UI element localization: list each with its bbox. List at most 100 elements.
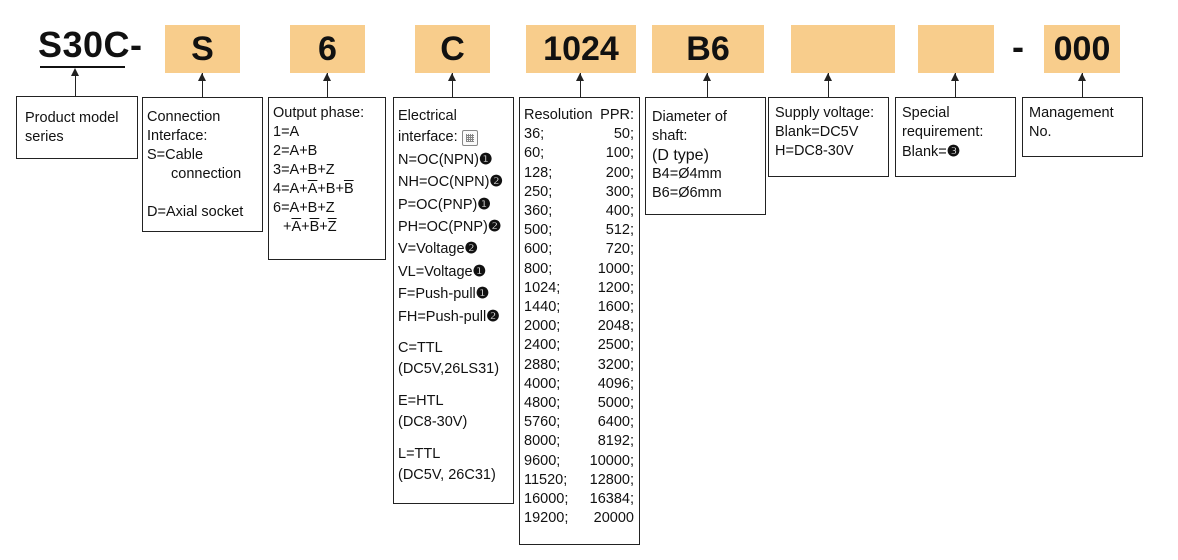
resolution-value: 60; [524, 145, 545, 162]
special-title: requirement: [902, 124, 984, 140]
resolution-value: 100; [605, 145, 634, 162]
connector-arrow [323, 73, 331, 81]
output-phase-title: Output phase: [273, 105, 365, 121]
model-prefix: S30C- [38, 24, 143, 65]
resolution-value: 128; [524, 164, 553, 181]
shaft-box: Diameter of shaft: (D type) B4=Ø4mm B6=Ø… [645, 97, 766, 215]
connector-line [1082, 73, 1083, 97]
resolution-title: Resolution [524, 107, 593, 123]
resolution-value: 1440; [524, 299, 561, 316]
resolution-value: 600; [524, 241, 553, 258]
resolution-row: 600;720; [524, 240, 634, 259]
electrical-title: interface: [398, 127, 509, 148]
resolution-value: 1600; [597, 299, 634, 316]
resolution-value: 400; [605, 203, 634, 220]
shaft-option: B6=Ø6mm [652, 185, 722, 201]
resolution-row: 36; 50; [524, 125, 634, 144]
shaft-option: B4=Ø4mm [652, 166, 722, 182]
connector-arrow [824, 73, 832, 81]
resolution-row: 9600;10000; [524, 452, 634, 471]
circled-one-icon: ❶ [477, 195, 491, 213]
resolution-value: 2880; [524, 356, 561, 373]
electrical-option: VL=Voltage❶ [398, 262, 487, 280]
product-model-box: Product model series [16, 96, 138, 159]
resolution-value: 3200; [597, 356, 634, 373]
resolution-value: 16384; [589, 491, 634, 508]
resolution-value: 4800; [524, 395, 561, 412]
connector-line [327, 73, 328, 97]
connection-option-s-cont: connection [171, 166, 242, 182]
circled-one-icon: ❶ [478, 150, 493, 168]
resolution-row: 250;300; [524, 183, 634, 202]
resolution-row: 500;512; [524, 221, 634, 240]
circled-two-icon: ❷ [489, 173, 503, 191]
resolution-value: 2048; [597, 318, 634, 335]
connector-line [580, 73, 581, 97]
management-title: Management [1029, 105, 1114, 121]
electrical-option: NH=OC(NPN)❷ [398, 173, 503, 191]
resolution-value: 500; [524, 222, 553, 239]
resolution-value: 19200; [524, 510, 569, 527]
connector-line [828, 73, 829, 97]
connector-arrow [448, 73, 456, 81]
resolution-row: 1024;1200; [524, 279, 634, 298]
resolution-value: 5000; [597, 395, 634, 412]
management-box: Management No. [1022, 97, 1143, 157]
circled-two-icon: ❷ [487, 218, 502, 236]
electrical-option: F=Push-pull❶ [398, 285, 490, 303]
electrical-option: FH=Push-pull❷ [398, 307, 500, 325]
resolution-value: 10000; [589, 452, 634, 469]
code-electrical: C [415, 25, 490, 73]
resolution-row: 128; 200; [524, 164, 634, 183]
connector-line [955, 73, 956, 97]
connector-arrow [951, 73, 959, 81]
resolution-value: 2500; [597, 337, 634, 354]
connection-option-d: D=Axial socket [147, 204, 244, 220]
supply-option: Blank=DC5V [775, 124, 859, 140]
supply-option: H=DC8-30V [775, 143, 854, 159]
code-connection: S [165, 25, 240, 73]
output-phase-option: 1=A [273, 124, 300, 140]
resolution-value: 1024; [524, 279, 561, 296]
model-underline [40, 66, 125, 68]
management-title: No. [1029, 124, 1052, 140]
electrical-option: L=TTL [398, 445, 441, 462]
connector-line [75, 70, 76, 96]
resolution-row: 2880; 3200; [524, 356, 634, 375]
supply-title: Supply voltage: [775, 105, 875, 121]
output-phase-option: 4=A+A+B+B [273, 181, 354, 197]
resolution-value: 2400; [524, 337, 561, 354]
connection-option-s: S=Cable [147, 147, 204, 163]
connector-arrow [576, 73, 584, 81]
output-phase-option: 3=A+B+Z [273, 162, 335, 178]
output-phase-option-cont: +A+B+Z [283, 219, 337, 235]
shaft-type: (D type) [652, 147, 709, 164]
resolution-value: 8000; [524, 433, 561, 450]
resolution-value: 200; [605, 164, 634, 181]
product-model-label: Product model [25, 110, 119, 126]
grid-icon[interactable] [461, 129, 478, 146]
resolution-value: 6400; [597, 414, 634, 431]
resolution-header: Resolution PPR: [524, 106, 634, 125]
circled-two-icon: ❷ [464, 240, 478, 258]
resolution-value: 36; [524, 126, 545, 143]
connector-line [452, 73, 453, 97]
resolution-row: 1440; 1600; [524, 298, 634, 317]
output-phase-option: 6=A+B+Z [273, 200, 335, 216]
resolution-row: 4800; 5000; [524, 394, 634, 413]
code-management: 000 [1044, 25, 1120, 73]
resolution-row: 4000;4096; [524, 375, 634, 394]
resolution-unit: PPR: [600, 107, 634, 123]
resolution-value: 250; [524, 183, 553, 200]
connector-arrow [198, 73, 206, 81]
resolution-row: 2400; 2500; [524, 336, 634, 355]
product-model-label: series [25, 129, 64, 145]
resolution-value: 4096; [597, 375, 634, 392]
shaft-title: shaft: [652, 128, 688, 144]
electrical-option: P=OC(PNP)❶ [398, 195, 491, 213]
resolution-row: 2000;2048; [524, 317, 634, 336]
resolution-value: 50; [613, 126, 634, 143]
output-phase-box: Output phase: 1=A 2=A+B 3=A+B+Z 4=A+A+B+… [268, 97, 386, 260]
circled-one-icon: ❶ [475, 285, 490, 303]
resolution-list: 36;50;60;100;128;200;250;300;360;400;500… [524, 125, 635, 528]
